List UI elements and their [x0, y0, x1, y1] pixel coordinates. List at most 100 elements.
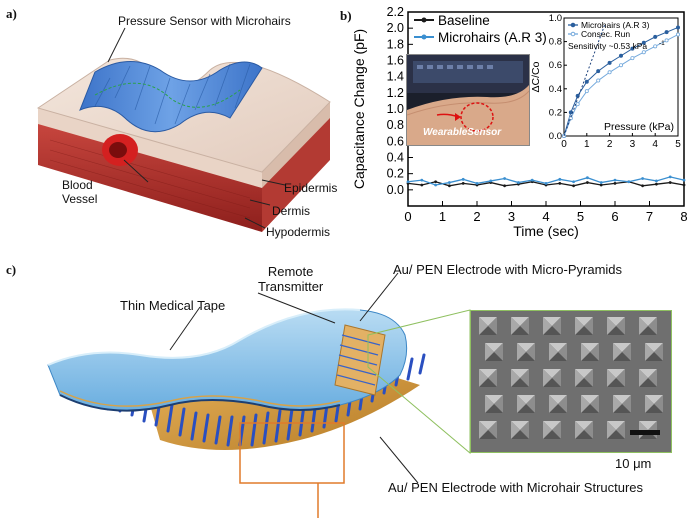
pyramid-face: [575, 317, 584, 335]
pyramid-face: [645, 404, 663, 413]
series-2-point: [544, 181, 548, 185]
transmitter-line2: Transmitter: [258, 279, 324, 294]
inset-series-line-2: [563, 34, 679, 137]
pyramid-face: [575, 421, 584, 439]
pyramid-face: [511, 317, 520, 335]
series-1-point: [572, 184, 575, 188]
pyramid-face: [639, 369, 648, 387]
sensor-title: Pressure Sensor with Microhairs: [118, 14, 291, 28]
pyramid-face: [485, 343, 494, 361]
pyramid-face: [549, 352, 567, 361]
scale-bar-label: 10 μm: [615, 456, 652, 471]
pyramid-face: [488, 421, 497, 439]
inset-series-1-point: [584, 79, 589, 84]
pyramid-face: [607, 317, 625, 326]
pyramid-face: [517, 395, 526, 413]
pyramid-face: [549, 395, 567, 404]
pyramid-face: [543, 378, 561, 387]
series-2-point: [668, 175, 672, 179]
pyramid-face: [613, 395, 622, 413]
series-1-point: [461, 181, 465, 185]
pyramid-face: [575, 430, 593, 439]
pyramid-face: [511, 326, 529, 335]
series-1-point: [599, 183, 603, 187]
x-tick-label: 7: [646, 209, 653, 224]
inset-x-tick-label: 5: [675, 139, 681, 150]
inset-x-tick-label: 3: [630, 139, 636, 150]
pyramid-face: [479, 317, 488, 335]
inset-x-axis-label: Pressure (kPa): [604, 121, 674, 133]
pyramid-face: [581, 395, 590, 413]
panel-c-label: c): [6, 262, 17, 277]
pyramid-face: [590, 343, 599, 361]
series-2-point: [406, 180, 410, 184]
pyramid-face: [654, 395, 663, 413]
medical-tape-label: Thin Medical Tape: [120, 298, 226, 313]
y-tick-label: 0.0: [387, 183, 404, 197]
series-2-point: [682, 178, 686, 182]
pyramid-face: [639, 421, 657, 430]
pyramid-face: [526, 395, 535, 413]
x-axis-label: Time (sec): [513, 223, 579, 239]
pyramid-face: [517, 343, 535, 352]
pyramid-face: [607, 326, 625, 335]
series-2-point: [475, 181, 479, 185]
inset-series-2-point: [653, 44, 658, 49]
pyramid-face: [581, 395, 599, 404]
inset-series-1-point: [641, 40, 646, 45]
inset-x-tick-label: 4: [652, 139, 658, 150]
layer-hypodermis: Hypodermis: [266, 225, 331, 239]
device-illustration: [47, 272, 471, 518]
series-2-point: [489, 179, 493, 183]
pyramid-face: [517, 395, 535, 404]
pyramid-face: [488, 369, 497, 387]
pyramid-face: [575, 421, 593, 430]
inset-series-2-point: [675, 32, 680, 37]
pyramid-face: [479, 326, 497, 335]
inset-series-2-point: [619, 63, 624, 68]
pyramid-face: [543, 326, 561, 335]
sensitivity-exponent: -1: [659, 40, 665, 47]
series-2-point: [627, 180, 631, 184]
pyramid-face: [520, 317, 529, 335]
y-tick-label: 0.6: [387, 134, 404, 148]
x-tick-label: 0: [404, 209, 411, 224]
y-tick-label: 0.4: [387, 151, 404, 165]
series-2-point: [503, 177, 506, 180]
inset-legend-entry: Consec. Run: [581, 29, 630, 39]
inset-series-2-point: [664, 38, 669, 43]
pyramid-face: [552, 317, 561, 335]
photo-caption: WearableSensor: [423, 127, 502, 138]
series-2-point: [461, 177, 465, 181]
pyramid-face: [575, 326, 593, 335]
pyramid-face: [543, 430, 561, 439]
pyramid-face: [613, 352, 631, 361]
y-tick-label: 1.4: [387, 70, 404, 84]
inset-series-1-point: [619, 53, 624, 58]
x-tick-label: 6: [611, 209, 618, 224]
series-2-point: [517, 181, 520, 184]
pyramid-face: [543, 421, 552, 439]
x-tick-label: 2: [473, 209, 480, 224]
inset-legend-entry: Microhairs (A.R 3): [581, 20, 650, 30]
pyramid-face: [639, 317, 648, 335]
pyramid-face: [639, 317, 657, 326]
pyramid-face: [613, 404, 631, 413]
y-tick-label: 1.6: [387, 54, 404, 68]
pyramid-face: [479, 369, 488, 387]
pyramid-face: [581, 343, 599, 352]
series-1-point: [558, 181, 562, 185]
y-tick-label: 1.2: [387, 86, 404, 100]
pyramid-face: [485, 343, 503, 352]
x-tick-label: 8: [680, 209, 687, 224]
inset-legend-marker: [570, 31, 576, 37]
pyramid-face: [613, 343, 622, 361]
pyramid-face: [607, 378, 625, 387]
pyramid-face: [607, 421, 625, 430]
inset-y-tick-label: 0.2: [549, 107, 562, 118]
top-electrode-label: Au/ PEN Electrode with Micro-Pyramids: [393, 262, 623, 277]
pyramid-face: [575, 369, 593, 378]
series-2-point: [530, 178, 534, 182]
